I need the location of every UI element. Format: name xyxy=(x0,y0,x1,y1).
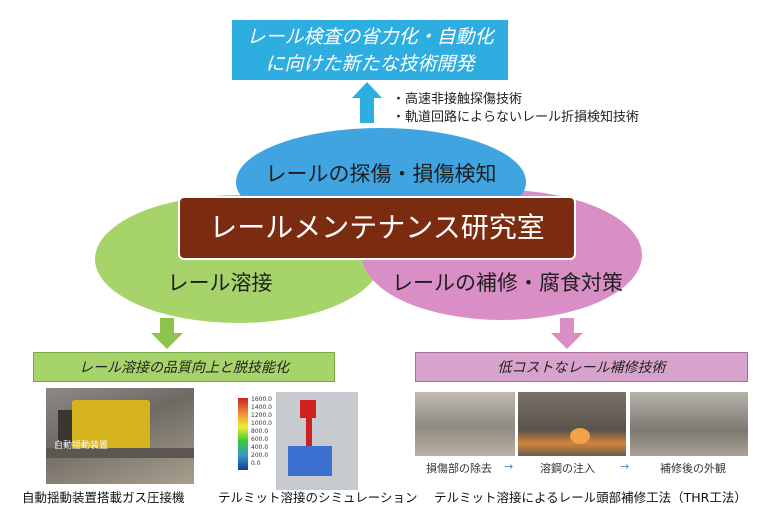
repair-step1-photo xyxy=(415,392,515,456)
lab-name-box: レールメンテナンス研究室 xyxy=(180,198,574,258)
machine-rail xyxy=(46,448,194,458)
scale-tick: 0.0 xyxy=(251,460,261,467)
goal-line-1: レール検査の省力化・自動化 xyxy=(246,26,494,48)
scale-tick: 600.0 xyxy=(251,436,269,443)
down-arrow-icon xyxy=(551,333,583,349)
step-arrow-icon: → xyxy=(620,460,630,473)
repair-step3-label: 補修後の外観 xyxy=(660,462,726,475)
repair-label: レールの補修・腐食対策 xyxy=(392,271,623,295)
repair-method-caption: テルミット溶接によるレール頭部補修工法（THR工法） xyxy=(434,490,747,505)
scale-tick: 200.0 xyxy=(251,452,269,459)
welding-arrow-stem xyxy=(160,318,174,334)
scale-tick: 1000.0 xyxy=(251,420,272,427)
goal-line-2: に向けた新たな技術開発 xyxy=(265,53,475,75)
repair-step3-photo xyxy=(630,392,748,456)
repair-step2-photo xyxy=(518,392,626,456)
molten-steel-glow xyxy=(570,428,590,444)
scale-tick: 800.0 xyxy=(251,428,269,435)
down-arrow-icon xyxy=(151,333,183,349)
up-arrow-icon xyxy=(352,82,382,98)
inspection-label: レールの探傷・損傷検知 xyxy=(265,162,497,186)
welding-banner: レール溶接の品質向上と脱技能化 xyxy=(33,352,335,382)
simulation-color-scale xyxy=(238,398,248,470)
scale-tick: 1200.0 xyxy=(251,412,272,419)
simulation-cool-region xyxy=(288,446,332,476)
repair-step2-label: 溶鋼の注入 xyxy=(540,462,595,475)
simulation-hot-region xyxy=(300,400,316,418)
new-tech-item: ・高速非接触探傷技術 xyxy=(392,92,523,107)
new-tech-item: ・軌道回路によらないレール折損検知技術 xyxy=(392,110,640,125)
step-arrow-icon: → xyxy=(504,460,514,473)
up-arrow-stem xyxy=(360,97,374,123)
simulation-flow-path xyxy=(306,418,312,448)
repair-banner: 低コストなレール補修技術 xyxy=(415,352,748,382)
repair-arrow-stem xyxy=(560,318,574,334)
simulation-caption: テルミット溶接のシミュレーション xyxy=(218,490,418,505)
goal-box: レール検査の省力化・自動化 に向けた新たな技術開発 xyxy=(232,20,508,80)
scale-tick: 1600.0 xyxy=(251,396,272,403)
machine-caption: 自動揺動装置搭載ガス圧接機 xyxy=(22,490,185,505)
welding-label: レール溶接 xyxy=(167,271,273,295)
scale-tick: 1400.0 xyxy=(251,404,272,411)
repair-step1-label: 損傷部の除去 xyxy=(426,462,492,475)
scale-tick: 400.0 xyxy=(251,444,269,451)
machine-photo-label: 自動揺動装置 xyxy=(54,441,109,451)
